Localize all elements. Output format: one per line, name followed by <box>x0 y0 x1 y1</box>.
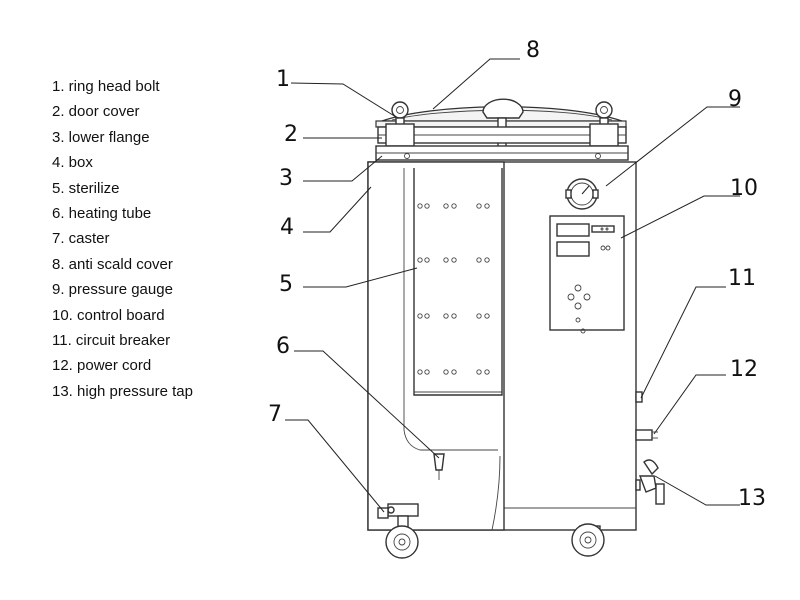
vent-hole <box>484 257 490 263</box>
legend-item-heating-tube: 6. heating tube <box>52 205 152 223</box>
vent-hole <box>424 257 430 263</box>
power-cord <box>635 429 658 441</box>
lower-flange <box>375 145 629 161</box>
callout-4: 4 <box>280 215 294 240</box>
callout-5: 5 <box>279 272 293 297</box>
parts-legend: 1. ring head bolt 2. door cover 3. lower… <box>52 74 193 404</box>
vent-hole <box>417 369 423 375</box>
legend-item-control-board: 10. control board <box>52 306 165 324</box>
vent-hole <box>443 313 449 319</box>
vent-hole <box>424 313 430 319</box>
leader-3 <box>303 155 383 182</box>
legend-item-power-cord: 12. power cord <box>52 357 152 375</box>
callout-12: 12 <box>730 357 758 382</box>
heating-tube <box>433 453 445 480</box>
vent-hole <box>476 203 482 209</box>
legend-item-door-cover: 2. door cover <box>52 103 140 121</box>
caster-left <box>377 503 419 559</box>
control-board <box>549 215 625 334</box>
vent-hole <box>451 203 457 209</box>
high-pressure-tap <box>635 459 665 505</box>
leader-6 <box>294 350 440 459</box>
callout-10: 10 <box>730 176 758 201</box>
vent-hole <box>451 257 457 263</box>
leader-13 <box>654 475 740 506</box>
callout-6: 6 <box>276 334 290 359</box>
leader-11 <box>640 286 726 399</box>
legend-item-circuit-breaker: 11. circuit breaker <box>52 332 171 350</box>
callout-8: 8 <box>526 38 540 63</box>
leader-lines <box>285 58 740 513</box>
vent-hole <box>424 203 430 209</box>
legend-item-ring-head-bolt: 1. ring head bolt <box>52 78 160 95</box>
legend-item-lower-flange: 3. lower flange <box>52 128 150 146</box>
vent-hole <box>417 203 423 209</box>
vent-hole <box>451 369 457 375</box>
callout-3: 3 <box>279 166 293 191</box>
leader-9 <box>605 106 740 187</box>
callout-1: 1 <box>276 67 290 92</box>
leader-10 <box>620 195 740 239</box>
legend-item-high-pressure-tap: 13. high pressure tap <box>52 382 193 400</box>
vent-hole <box>443 257 449 263</box>
legend-item-pressure-gauge: 9. pressure gauge <box>52 281 173 299</box>
callout-9: 9 <box>728 87 742 112</box>
vent-hole <box>476 313 482 319</box>
vent-hole <box>476 369 482 375</box>
leader-4 <box>303 186 372 233</box>
leader-1 <box>290 82 397 118</box>
callout-13: 13 <box>738 486 766 511</box>
vent-hole <box>484 203 490 209</box>
legend-item-box: 4. box <box>52 154 93 172</box>
leader-7 <box>285 419 385 513</box>
sterilize-chamber <box>403 168 503 451</box>
vent-hole <box>417 313 423 319</box>
leader-5 <box>303 267 418 288</box>
callout-2: 2 <box>284 122 298 147</box>
vent-hole <box>443 369 449 375</box>
vent-hole <box>417 257 423 263</box>
vent-hole <box>451 313 457 319</box>
door-cover <box>377 123 627 147</box>
vent-hole <box>484 369 490 375</box>
vent-hole <box>476 257 482 263</box>
leader-12 <box>653 374 726 435</box>
pressure-gauge <box>565 178 599 210</box>
front-panel-curve <box>491 455 501 531</box>
chamber-vent-holes <box>417 203 490 375</box>
legend-item-sterilize: 5. sterilize <box>52 179 120 197</box>
vent-hole <box>484 313 490 319</box>
callout-11: 11 <box>728 266 756 291</box>
leader-8 <box>432 58 520 110</box>
legend-item-caster: 7. caster <box>52 230 110 248</box>
vent-hole <box>424 369 430 375</box>
callout-numbers: 1 2 3 4 5 6 7 8 9 10 11 12 13 <box>268 38 766 511</box>
legend-item-anti-scald-cover: 8. anti scald cover <box>52 255 173 273</box>
vent-hole <box>443 203 449 209</box>
callout-7: 7 <box>268 402 282 427</box>
caster-right <box>571 523 605 557</box>
